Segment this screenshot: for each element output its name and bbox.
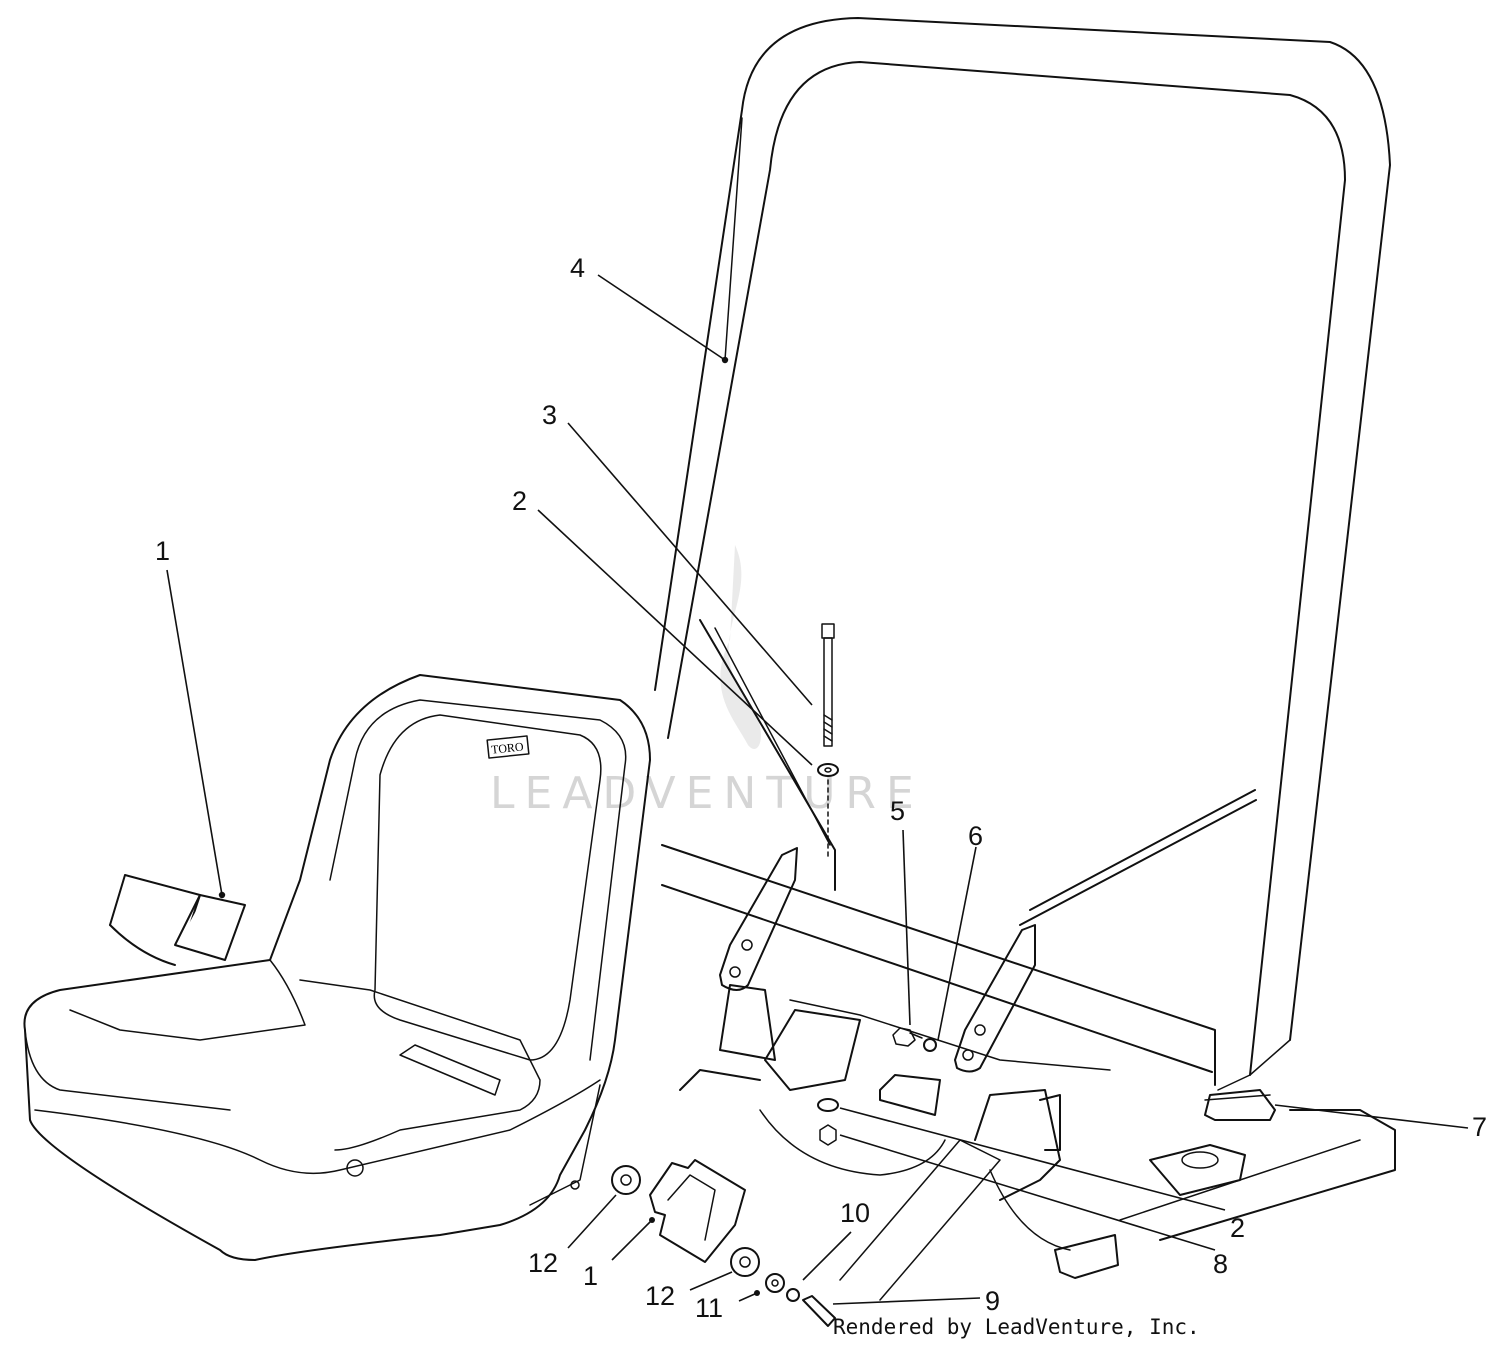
callout-label: 2 xyxy=(1230,1213,1245,1243)
seat: TORO xyxy=(23,674,651,1261)
callout-label: 12 xyxy=(528,1248,558,1278)
callout-label: 8 xyxy=(1213,1249,1228,1279)
callout-label: 10 xyxy=(840,1198,870,1228)
credit-text: Rendered by LeadVenture, Inc. xyxy=(833,1315,1200,1339)
leader-lines xyxy=(166,274,1469,1305)
callout-label: 2 xyxy=(512,486,527,516)
callout-label: 4 xyxy=(570,253,585,283)
callout-label: 1 xyxy=(155,536,170,566)
callout-labels: 1 2 3 4 5 6 7 2 8 9 10 11 12 12 1 xyxy=(155,253,1487,1323)
watermark-text: LEADVENTURE xyxy=(490,768,924,819)
callout-label: 11 xyxy=(695,1293,723,1323)
seat-belt-latch xyxy=(649,1159,746,1263)
callout-label: 3 xyxy=(542,400,557,430)
watermark: LEADVENTURE xyxy=(490,545,924,819)
watermark-flame-icon xyxy=(720,545,762,749)
frame-beam xyxy=(661,619,1257,1086)
seat-logo: TORO xyxy=(490,739,524,756)
mounting-brackets xyxy=(719,847,1036,1073)
seat-belt-buckle xyxy=(109,874,246,966)
callout-label: 12 xyxy=(645,1281,675,1311)
callout-label: 1 xyxy=(583,1261,598,1291)
callout-label: 5 xyxy=(890,796,905,826)
roll-bar xyxy=(654,17,1391,1091)
chassis xyxy=(679,984,1396,1301)
hardware xyxy=(611,623,937,1327)
callout-label: 9 xyxy=(985,1286,1000,1316)
callout-label: 7 xyxy=(1472,1112,1487,1142)
callout-label: 6 xyxy=(968,821,983,851)
